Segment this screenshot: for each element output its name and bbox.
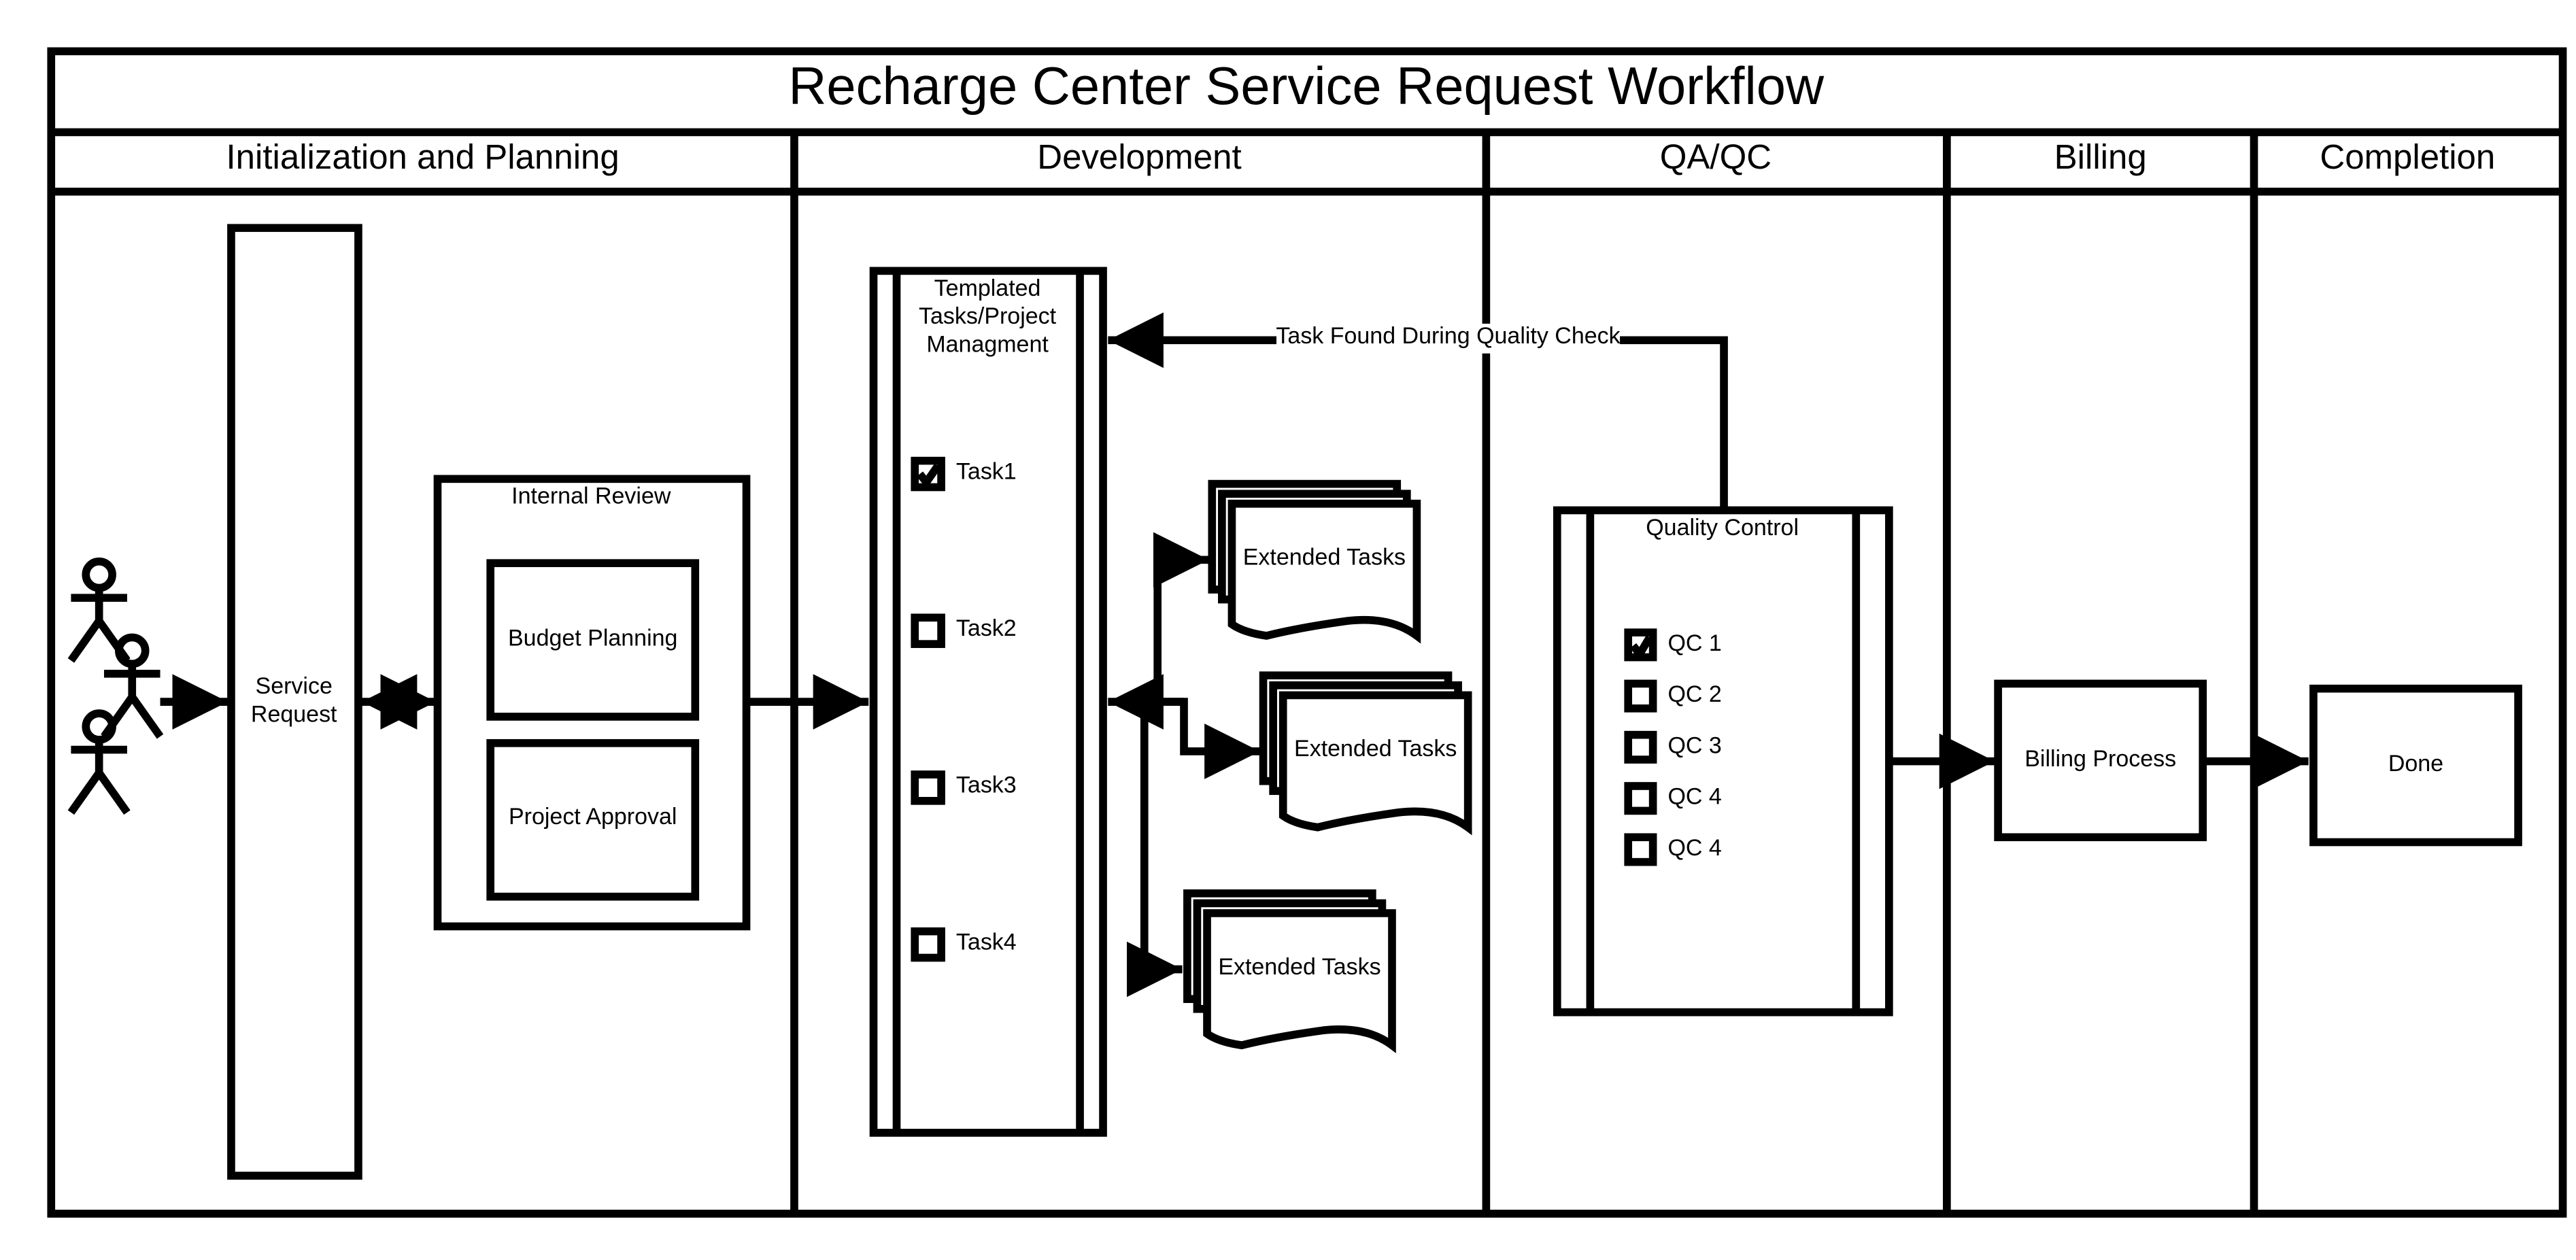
task-3-label: Task3 (956, 772, 1017, 798)
budget-planning-label: Budget Planning (508, 626, 677, 651)
service-request-box (227, 224, 362, 1180)
task-2-label: Task2 (956, 615, 1017, 641)
qc-2-item: QC 2 (1624, 679, 1722, 713)
lane-billing-header: Billing (2054, 137, 2147, 176)
quality-feedback-arrow (1108, 312, 1728, 511)
feedback-label: Task Found During Quality Check (1276, 323, 1621, 349)
service-request-label-2: Request (251, 701, 337, 727)
qc-5-label: QC 4 (1667, 835, 1721, 861)
templated-title-line-3: Managment (926, 331, 1049, 357)
extended-tasks-3-label: Extended Tasks (1218, 954, 1380, 980)
actor-icon (67, 709, 131, 815)
task-1-label: Task1 (956, 458, 1017, 484)
qc-1-item: QC 1 (1624, 628, 1722, 662)
task-2-item: Task2 (911, 613, 1017, 648)
task-2-checkbox[interactable] (911, 613, 945, 648)
quality-control-container (1553, 506, 1893, 1017)
task-3-checkbox[interactable] (911, 770, 945, 805)
extended-task-connectors (1108, 532, 1260, 998)
extended-tasks-2-label: Extended Tasks (1294, 736, 1457, 762)
feedback-label-background (1276, 324, 1621, 354)
project-approval-label: Project Approval (509, 804, 677, 830)
templated-title-line-1: Templated (934, 275, 1041, 301)
internal-review-title: Internal Review (511, 483, 671, 509)
task-3-item: Task3 (911, 770, 1017, 805)
done-label: Done (2388, 751, 2443, 777)
qc-2-label: QC 2 (1667, 681, 1721, 707)
diagram-title: Recharge Center Service Request Workflow (788, 57, 1825, 116)
actors-icon (67, 557, 164, 815)
project-approval-box (486, 739, 700, 901)
checkmark-icon (1629, 635, 1653, 661)
extended-tasks-1: Extended Tasks (1208, 479, 1421, 644)
qc-5-item: QC 4 (1624, 833, 1722, 866)
service-request-label-1: Service (256, 673, 333, 699)
task-4-label: Task4 (956, 929, 1017, 955)
budget-planning-box (486, 559, 700, 721)
lane-completion-header: Completion (2320, 137, 2495, 176)
templated-tasks-container (869, 267, 1107, 1137)
qc-4-checkbox[interactable] (1624, 782, 1657, 815)
extended-tasks-3: Extended Tasks (1183, 889, 1396, 1053)
qc-2-checkbox[interactable] (1624, 679, 1657, 713)
lane-qaqc-header: QA/QC (1660, 137, 1772, 176)
done-box (2309, 684, 2522, 847)
qc-4-label: QC 4 (1667, 784, 1721, 810)
templated-title-line-2: Tasks/Project (919, 303, 1057, 329)
lane-initialization-header: Initialization and Planning (226, 137, 620, 176)
billing-process-box (1994, 679, 2207, 842)
quality-control-title: Quality Control (1646, 515, 1799, 541)
qc-3-item: QC 3 (1624, 730, 1722, 764)
qc-1-label: QC 1 (1667, 630, 1721, 656)
pool-frame (47, 47, 2567, 1218)
task-4-item: Task4 (911, 927, 1017, 962)
qc-3-checkbox[interactable] (1624, 730, 1657, 764)
checkmark-icon (916, 463, 941, 489)
lane-development-header: Development (1037, 137, 1241, 176)
task-4-checkbox[interactable] (911, 927, 945, 962)
qc-4-item: QC 4 (1624, 782, 1722, 815)
qc-5-checkbox[interactable] (1624, 833, 1657, 866)
qc-3-label: QC 3 (1667, 732, 1721, 758)
task-1-item: Task1 (911, 456, 1017, 492)
extended-tasks-2: Extended Tasks (1259, 671, 1472, 836)
extended-tasks-1-label: Extended Tasks (1243, 545, 1406, 571)
billing-process-label: Billing Process (2024, 746, 2176, 772)
